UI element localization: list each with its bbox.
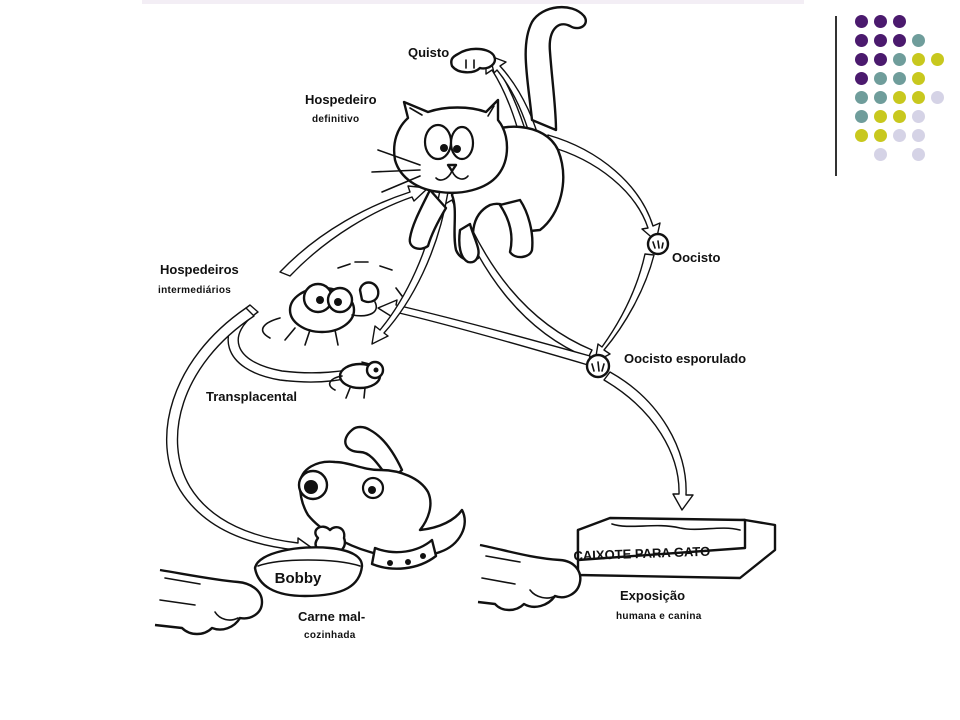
- decorative-dot: [931, 91, 944, 104]
- decorative-dot: [874, 110, 887, 123]
- arrow-cat-to-oocisto: [547, 134, 661, 242]
- decorative-dot: [912, 34, 925, 47]
- cat-illustration: [371, 5, 587, 264]
- decorative-dot: [912, 110, 925, 123]
- bowl-label: Bobby: [275, 570, 322, 587]
- label-hospedeiro-definitivo-line1: Hospedeiro: [305, 92, 377, 107]
- decorative-dot: [874, 72, 887, 85]
- label-exposicao-line1: Exposição: [620, 588, 685, 603]
- decorative-dot: [912, 148, 925, 161]
- decorative-dot: [912, 72, 925, 85]
- label-carne-line2: cozinhada: [304, 630, 356, 641]
- decorative-dot: [931, 53, 944, 66]
- decorative-dot: [874, 148, 887, 161]
- label-oocisto: Oocisto: [672, 250, 720, 265]
- arrow-mice-to-cat: [279, 185, 429, 277]
- vertical-divider: [835, 16, 837, 176]
- decorative-dot: [855, 110, 868, 123]
- label-oocisto-esporulado: Oocisto esporulado: [624, 351, 746, 366]
- decorative-dot: [893, 91, 906, 104]
- decorative-dot: [893, 15, 906, 28]
- label-carne-line1: Carne mal-: [298, 609, 365, 624]
- decorative-dot: [912, 129, 925, 142]
- decorative-dot: [874, 15, 887, 28]
- label-transplacental: Transplacental: [206, 389, 297, 404]
- decorative-dot: [893, 72, 906, 85]
- mice-illustration: [261, 261, 403, 399]
- litter-box-label: CAIXOTE PARA GATO: [573, 544, 710, 564]
- top-accent-strip: [142, 0, 804, 4]
- label-exposicao-line2: humana e canina: [616, 611, 702, 622]
- diagram-labels: Quisto Hospedeiro definitivo Oocisto Hos…: [158, 45, 746, 641]
- oocyst-dots: [585, 232, 670, 379]
- bowl-illustration: Bobby: [253, 546, 364, 598]
- decorative-dot: [855, 91, 868, 104]
- decorative-dot: [874, 129, 887, 142]
- arrow-oocisto-to-esporulado: [594, 253, 655, 363]
- decorative-dot: [855, 34, 868, 47]
- label-hospedeiros-intermediarios-line2: intermediários: [158, 285, 231, 296]
- decorative-dot: [855, 15, 868, 28]
- decorative-dot: [855, 53, 868, 66]
- hand-left: [154, 568, 264, 636]
- arrow-esporulado-to-mice: [377, 299, 591, 366]
- decorative-dot: [893, 129, 906, 142]
- decorative-dot: [874, 91, 887, 104]
- label-quisto: Quisto: [408, 45, 449, 60]
- decorative-dot: [893, 53, 906, 66]
- decorative-dot: [874, 53, 887, 66]
- label-hospedeiro-definitivo-line2: definitivo: [312, 114, 359, 125]
- decorative-dot: [912, 91, 925, 104]
- litter-box-illustration: CAIXOTE PARA GATO: [573, 516, 777, 580]
- label-hospedeiros-intermediarios-line1: Hospedeiros: [160, 262, 239, 277]
- arrow-esporulado-to-litter: [603, 371, 694, 511]
- decorative-dot: [855, 129, 868, 142]
- hand-right: [477, 543, 582, 612]
- decorative-dot: [912, 53, 925, 66]
- decorative-dot: [855, 72, 868, 85]
- decorative-dot: [893, 110, 906, 123]
- decorative-dot: [893, 34, 906, 47]
- decorative-dot: [874, 34, 887, 47]
